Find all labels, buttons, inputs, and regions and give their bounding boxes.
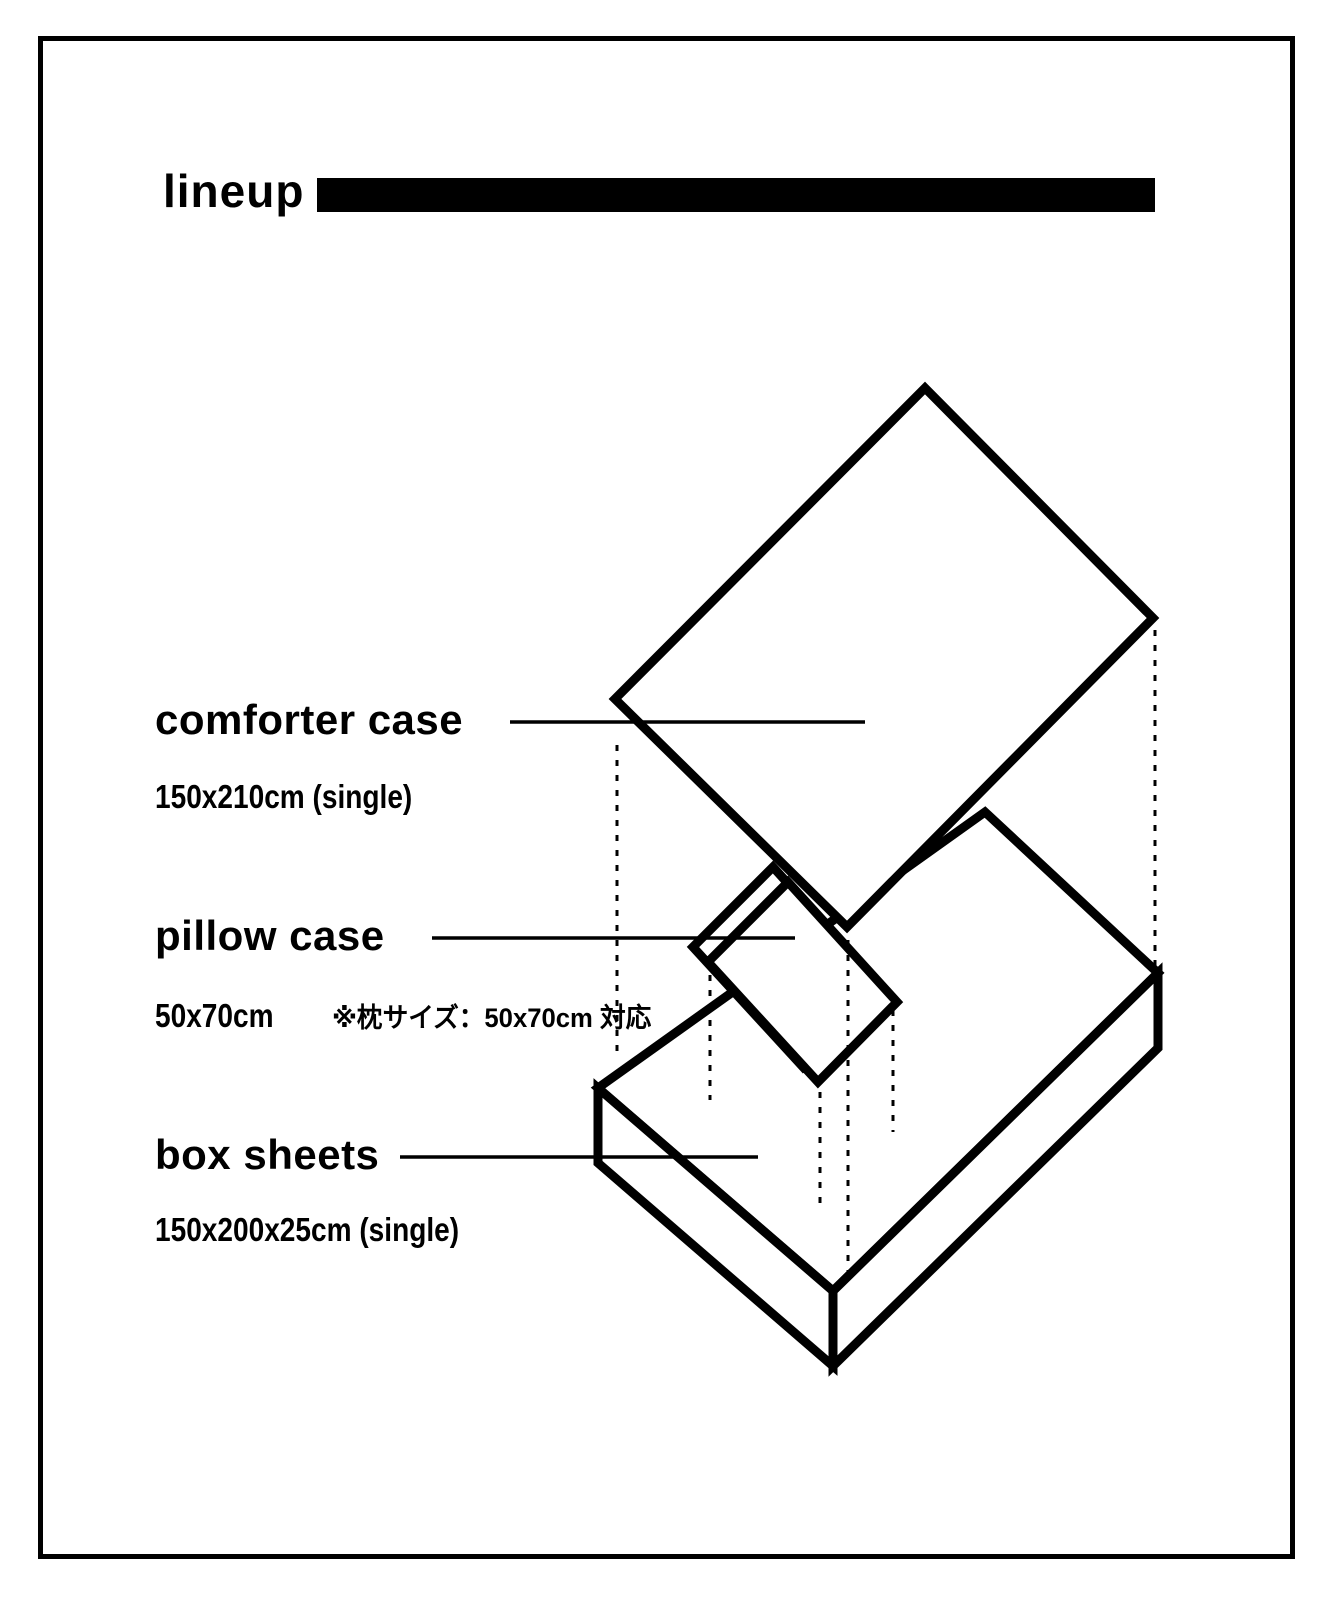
page-border [38,36,1295,1559]
title-bar [317,178,1155,212]
comforter-size: 150x210cm (single) [155,778,458,816]
pillow-size-text: 50x70cm [155,997,274,1034]
pillow-label-name: pillow case [155,912,385,959]
box-sheets-right-face [828,962,1163,1377]
comforter-label-name: comforter case [155,696,464,743]
comforter-shape [608,381,1160,934]
box-sheets-label-name: box sheets [155,1131,380,1178]
pillow-label: pillow case [155,912,385,960]
comforter-size-text: 150x210cm (single) [155,778,413,815]
comforter-label: comforter case [155,696,463,744]
box-sheets-label: box sheets [155,1131,379,1179]
pillow-shape [701,875,904,1089]
pillow-size: 50x70cm ※枕サイズ：50x70cm 対応 [155,996,669,1035]
pillow-size-note: ※枕サイズ：50x70cm 対応 [332,1003,652,1033]
section-title: lineup [163,165,305,217]
box-sheets-size-text: 150x200x25cm (single) [155,1211,460,1248]
box-sheets-size: 150x200x25cm (single) [155,1211,513,1249]
